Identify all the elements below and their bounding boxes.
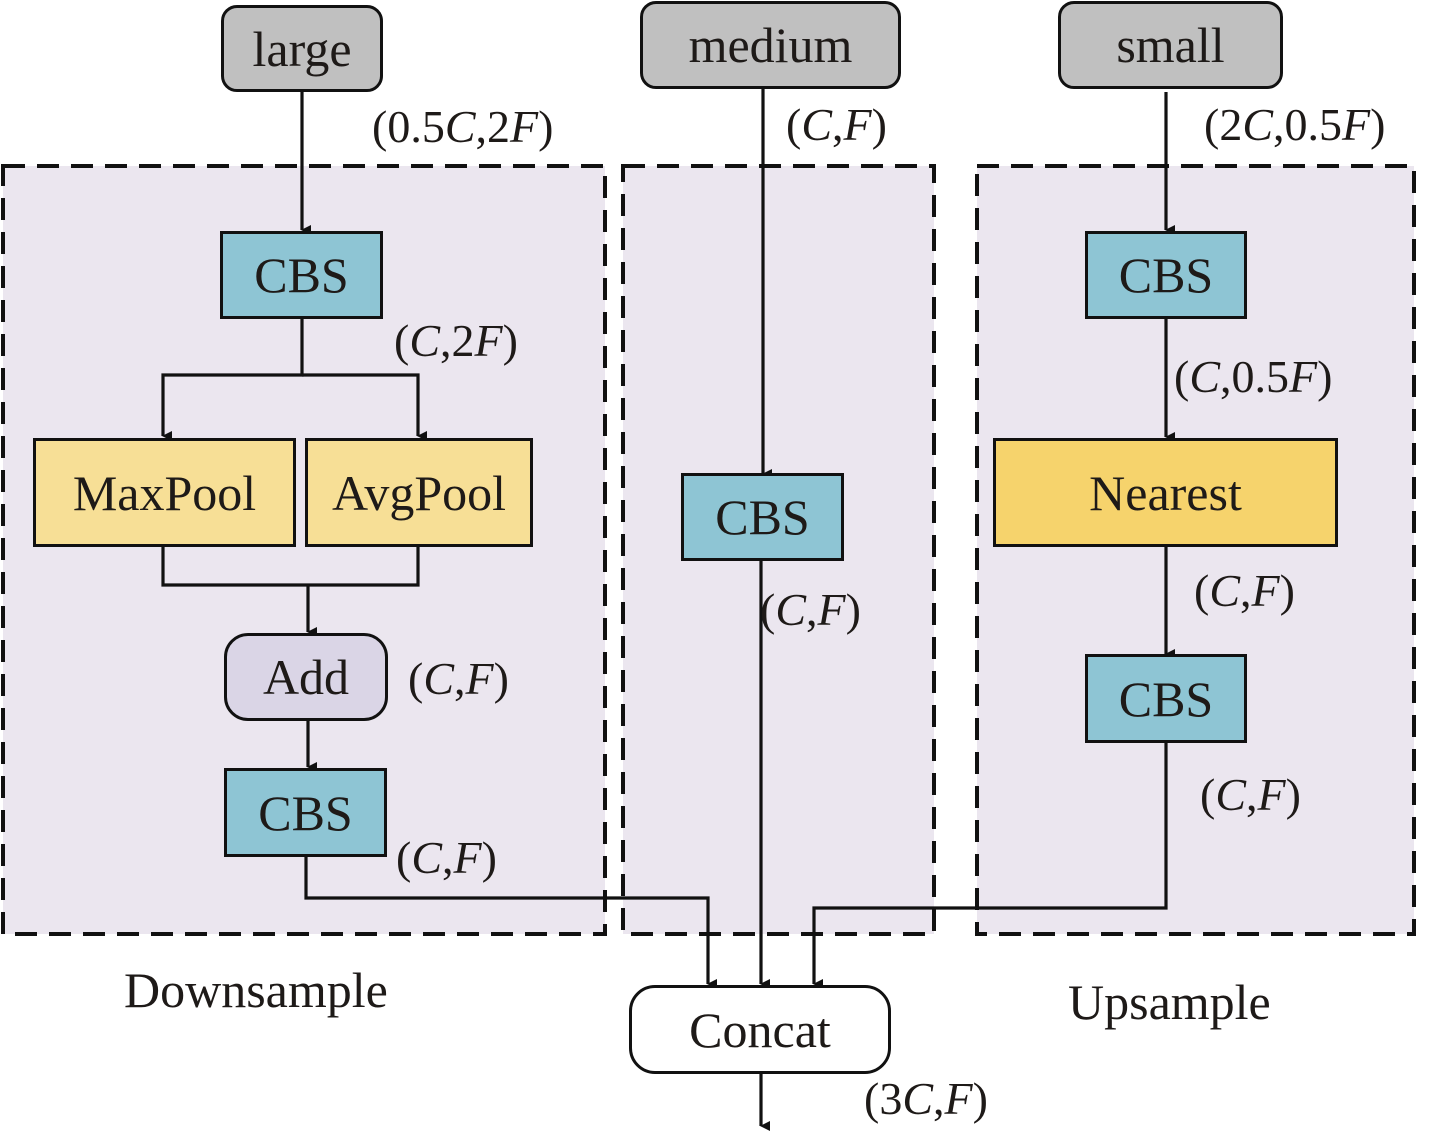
- upsample-cbs-2: CBS: [1085, 654, 1247, 743]
- upsample-cbs2-dim: (C,F): [1200, 769, 1301, 820]
- concat-box: Concat: [629, 985, 891, 1074]
- avgpool-box: AvgPool: [305, 438, 533, 547]
- downsample-cbs1-dim: (C,2F): [394, 315, 518, 366]
- medium-input-dim: (C,F): [786, 99, 887, 150]
- wire-cbs-split: [161, 318, 304, 441]
- upsample-cbs-1: CBS: [1085, 231, 1247, 319]
- upsample-title: Upsample: [1068, 974, 1271, 1030]
- nearest-box: Nearest: [993, 438, 1338, 547]
- add-dim: (C,F): [408, 653, 509, 704]
- wire-pools-merge: [161, 546, 420, 587]
- arrow-up-to-concat: [812, 742, 1168, 989]
- arrow-down-to-concat: [304, 856, 717, 989]
- maxpool-box: MaxPool: [33, 438, 296, 547]
- input-small: small: [1058, 1, 1283, 89]
- concat-dim: (3C,F): [864, 1073, 988, 1124]
- downsample-title: Downsample: [124, 962, 388, 1018]
- add-box: Add: [224, 633, 388, 721]
- downsample-cbs-2: CBS: [224, 768, 387, 857]
- nearest-dim: (C,F): [1194, 565, 1295, 616]
- downsample-cbs2-dim: (C,F): [396, 832, 497, 883]
- downsample-cbs-1: CBS: [220, 231, 383, 319]
- upsample-cbs1-dim: (C,0.5F): [1174, 351, 1333, 402]
- input-medium: medium: [640, 1, 901, 89]
- upsample-input-dim: (2C,0.5F): [1204, 99, 1386, 150]
- input-large: large: [221, 5, 383, 92]
- middle-cbs-dim: (C,F): [760, 584, 861, 635]
- downsample-input-dim: (0.5C,2F): [372, 101, 554, 152]
- arrow-to-avgpool: [302, 373, 427, 441]
- middle-cbs: CBS: [681, 473, 844, 561]
